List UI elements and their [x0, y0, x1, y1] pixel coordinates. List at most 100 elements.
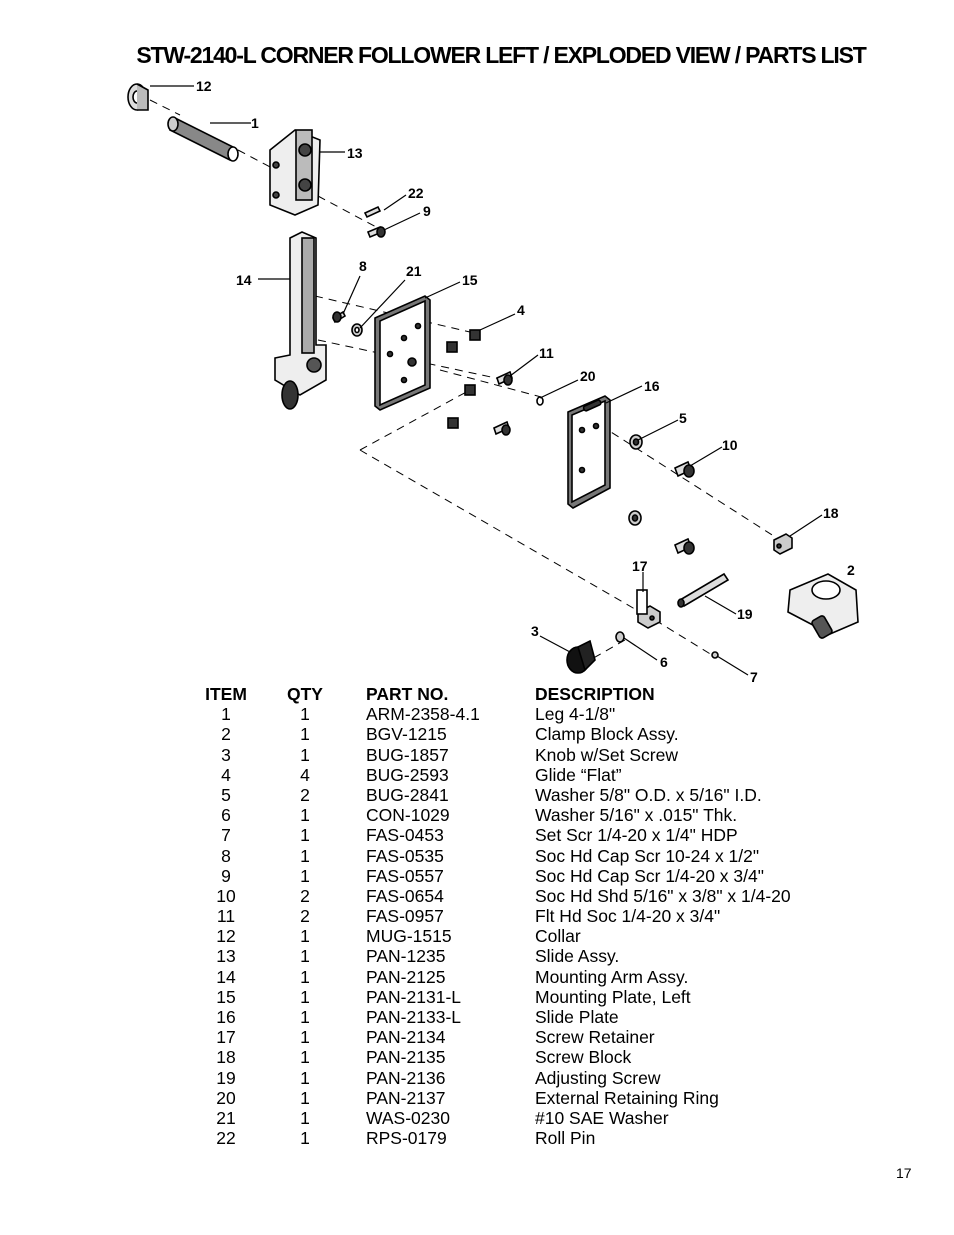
soc-cap-screw-part	[331, 310, 347, 324]
collar-part	[127, 83, 149, 111]
qty-cell: 1	[300, 926, 310, 947]
callout-14: 14	[236, 272, 252, 288]
page-number: 17	[896, 1165, 912, 1181]
mounting-plate-part	[374, 295, 431, 411]
description-cell: Leg 4-1/8"	[535, 704, 616, 725]
item-cell: 7	[221, 825, 231, 846]
item-cell: 8	[221, 845, 231, 866]
callout-13: 13	[347, 145, 363, 161]
qty-cell: 4	[300, 764, 310, 785]
slide-plate-part	[567, 395, 611, 509]
flat-head-screw-part	[493, 370, 513, 436]
callout-9: 9	[423, 203, 431, 219]
parts-drawing	[127, 83, 859, 674]
clamp-block-part	[787, 573, 859, 639]
table-row: 2 1 BGV-1215 Clamp Block Assy.	[0, 724, 954, 744]
exploded-view-diagram: 12 1 13 22 9 14 8 21 15 4 11 20 16 5 10 …	[127, 78, 859, 685]
qty-cell: 1	[300, 825, 310, 846]
table-row: 7 1 FAS-0453 Set Scr 1/4-20 x 1/4" HDP	[0, 825, 954, 845]
header-item: ITEM	[205, 684, 247, 704]
header-part-no: PART NO.	[366, 684, 449, 704]
washer-part	[351, 323, 363, 337]
item-cell: 3	[221, 744, 231, 765]
description-cell: Clamp Block Assy.	[535, 724, 679, 745]
callout-8: 8	[359, 258, 367, 274]
item-cell: 10	[216, 885, 236, 906]
callout-22: 22	[408, 185, 424, 201]
description-cell: Mounting Plate, Left	[535, 986, 691, 1007]
part-no-cell: FAS-0557	[366, 865, 444, 886]
description-cell: External Retaining Ring	[535, 1087, 719, 1108]
glide-part	[446, 329, 481, 429]
adjusting-screw-part	[677, 572, 730, 608]
part-no-cell: ARM-2358-4.1	[366, 704, 480, 725]
qty-cell: 1	[300, 946, 310, 967]
shoulder-screw-part	[673, 460, 695, 555]
qty-cell: 1	[300, 1128, 310, 1149]
callout-21: 21	[406, 263, 422, 279]
item-cell: 9	[221, 865, 231, 886]
part-no-cell: BGV-1215	[366, 724, 447, 745]
item-cell: 4	[221, 764, 231, 785]
description-cell: Washer 5/8" O.D. x 5/16" I.D.	[535, 784, 762, 805]
callout-12: 12	[196, 78, 212, 94]
qty-cell: 1	[300, 1107, 310, 1128]
part-no-cell: BUG-2593	[366, 764, 449, 785]
description-cell: Adjusting Screw	[535, 1067, 661, 1088]
part-no-cell: FAS-0654	[366, 885, 444, 906]
qty-cell: 1	[300, 724, 310, 745]
description-cell: Soc Hd Shd 5/16" x 3/8" x 1/4-20	[535, 885, 791, 906]
item-cell: 17	[216, 1027, 236, 1048]
callout-19: 19	[737, 606, 753, 622]
description-cell: Slide Assy.	[535, 946, 620, 967]
qty-cell: 1	[300, 845, 310, 866]
slide-assy-part	[269, 129, 321, 216]
knob-part	[566, 639, 596, 674]
description-cell: Roll Pin	[535, 1128, 596, 1149]
callout-20: 20	[580, 368, 596, 384]
callout-17: 17	[632, 558, 648, 574]
qty-cell: 1	[300, 1087, 310, 1108]
set-screw-part	[711, 651, 719, 659]
item-cell: 19	[216, 1067, 236, 1088]
callout-18: 18	[823, 505, 839, 521]
part-no-cell: PAN-2135	[366, 1047, 446, 1068]
callout-3: 3	[531, 623, 539, 639]
part-no-cell: PAN-2137	[366, 1087, 446, 1108]
item-cell: 12	[216, 926, 236, 947]
item-cell: 18	[216, 1047, 236, 1068]
description-cell: Screw Retainer	[535, 1027, 655, 1048]
description-cell: Flt Hd Soc 1/4-20 x 3/4"	[535, 906, 721, 927]
callout-1: 1	[251, 115, 259, 131]
part-no-cell: PAN-2133-L	[366, 1007, 462, 1027]
qty-cell: 1	[300, 1007, 310, 1027]
callout-2: 2	[847, 562, 855, 578]
description-cell: Collar	[535, 926, 581, 947]
qty-cell: 2	[300, 784, 310, 805]
description-cell: Set Scr 1/4-20 x 1/4" HDP	[535, 825, 738, 846]
part-no-cell: PAN-2131-L	[366, 986, 462, 1007]
washer-5-part	[628, 434, 643, 526]
item-cell: 2	[221, 724, 231, 745]
part-no-cell: BUG-1857	[366, 744, 449, 765]
part-no-cell: FAS-0453	[366, 825, 444, 846]
leg-part	[167, 116, 239, 162]
roll-pin-part	[363, 205, 382, 219]
description-cell: Washer 5/16" x .015" Thk.	[535, 805, 738, 826]
